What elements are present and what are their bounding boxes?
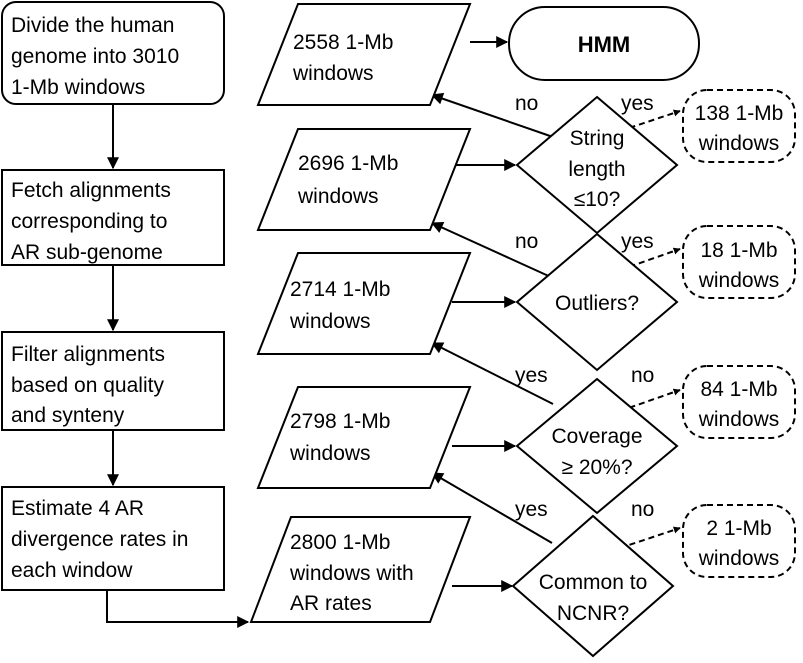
removed-2-line-2: windows	[698, 547, 780, 570]
arrow-step4-to-2800	[106, 590, 250, 628]
step-filter-alignments: Filter alignments based on quality and s…	[1, 331, 225, 431]
dataset-2714-line-2: windows	[289, 310, 371, 333]
hmm-label: HMM	[578, 32, 631, 57]
step-fetch-alignments: Fetch alignments corresponding to AR sub…	[1, 169, 225, 266]
step-fetch-line-2: corresponding to	[11, 210, 167, 233]
label-outliers-yes: yes	[621, 230, 654, 253]
label-ncnr-no: no	[631, 498, 654, 521]
step-estimate-rates: Estimate 4 AR divergence rates in each w…	[1, 486, 225, 591]
arrow-outliers-no	[430, 222, 554, 279]
dataset-2696-line-1: 2696 1-Mb	[298, 152, 398, 175]
removed-138-line-1: 138 1-Mb	[695, 102, 784, 125]
decision-common-ncnr: Common to NCNR?	[511, 514, 675, 658]
decision-outliers-line-1: Outliers?	[555, 292, 639, 315]
removed-84-windows: 84 1-Mb windows	[682, 365, 796, 439]
removed-18-line-1: 18 1-Mb	[700, 239, 777, 262]
step-filter-line-2: based on quality	[11, 374, 164, 397]
removed-2-line-1: 2 1-Mb	[706, 517, 771, 540]
removed-138-windows: 138 1-Mb windows	[682, 89, 796, 163]
dataset-2800-line-2: windows with	[289, 562, 414, 585]
dataset-2800-windows: 2800 1-Mb windows with AR rates	[249, 516, 472, 623]
removed-18-windows: 18 1-Mb windows	[682, 225, 796, 299]
dataset-2714-line-1: 2714 1-Mb	[290, 278, 390, 301]
step-fetch-line-3: AR sub-genome	[11, 241, 163, 264]
removed-18-line-2: windows	[698, 269, 780, 292]
decision-string-length: String length ≤10?	[515, 95, 679, 235]
decision-coverage-line-2: ≥ 20%?	[561, 456, 632, 479]
removed-84-line-2: windows	[698, 408, 780, 431]
step-divide-line-1: Divide the human	[11, 14, 174, 37]
step-filter-line-3: and synteny	[11, 404, 125, 427]
dataset-2558-windows: 2558 1-Mb windows	[256, 3, 472, 106]
dataset-2558-line-1: 2558 1-Mb	[293, 31, 393, 54]
dataset-2696-line-2: windows	[297, 185, 379, 208]
label-stringlength-no: no	[515, 92, 538, 115]
decision-string-line-1: String	[570, 127, 625, 150]
connectors	[106, 36, 681, 628]
dataset-2714-windows: 2714 1-Mb windows	[256, 252, 472, 355]
decision-string-line-2: length	[568, 158, 625, 181]
arrow-coverage-yes	[430, 342, 554, 405]
arrow-ncnr-yes	[430, 472, 553, 544]
step-fetch-line-1: Fetch alignments	[11, 179, 171, 202]
step-divide-line-3: 1-Mb windows	[11, 76, 145, 99]
dataset-2798-line-1: 2798 1-Mb	[290, 410, 390, 433]
step-filter-line-1: Filter alignments	[11, 343, 165, 366]
label-coverage-yes: yes	[515, 364, 548, 387]
removed-84-line-1: 84 1-Mb	[700, 378, 777, 401]
dataset-2798-line-2: windows	[289, 442, 371, 465]
decision-ncnr-line-1: Common to	[539, 571, 648, 594]
arrow-ncnr-no	[619, 526, 681, 549]
edge-labels: no yes no yes yes no yes no	[515, 92, 654, 521]
label-stringlength-yes: yes	[621, 92, 654, 115]
decision-ncnr-line-2: NCNR?	[557, 602, 629, 625]
dataset-2558-line-2: windows	[292, 62, 374, 85]
step-estimate-line-1: Estimate 4 AR	[11, 497, 144, 520]
decision-coverage: Coverage ≥ 20%?	[515, 377, 679, 515]
step-divide-genome: Divide the human genome into 3010 1-Mb w…	[1, 1, 225, 105]
dataset-2800-line-3: AR rates	[290, 592, 372, 615]
step-divide-line-2: genome into 3010	[11, 45, 179, 68]
removed-2-windows: 2 1-Mb windows	[682, 504, 796, 578]
arrow-stringlength-no	[430, 92, 554, 138]
decision-outliers: Outliers?	[515, 232, 679, 372]
label-ncnr-yes: yes	[515, 498, 548, 521]
label-coverage-no: no	[631, 364, 654, 387]
decision-coverage-line-1: Coverage	[551, 425, 642, 448]
decision-string-line-3: ≤10?	[574, 188, 621, 211]
dataset-2696-windows: 2696 1-Mb windows	[256, 128, 472, 231]
dataset-2798-windows: 2798 1-Mb windows	[256, 386, 472, 489]
hmm-terminal: HMM	[508, 6, 700, 81]
step-estimate-line-3: each window	[11, 559, 133, 582]
dataset-2800-line-1: 2800 1-Mb	[290, 531, 390, 554]
label-outliers-no: no	[515, 230, 538, 253]
removed-138-line-2: windows	[698, 132, 780, 155]
step-estimate-line-2: divergence rates in	[11, 528, 188, 551]
